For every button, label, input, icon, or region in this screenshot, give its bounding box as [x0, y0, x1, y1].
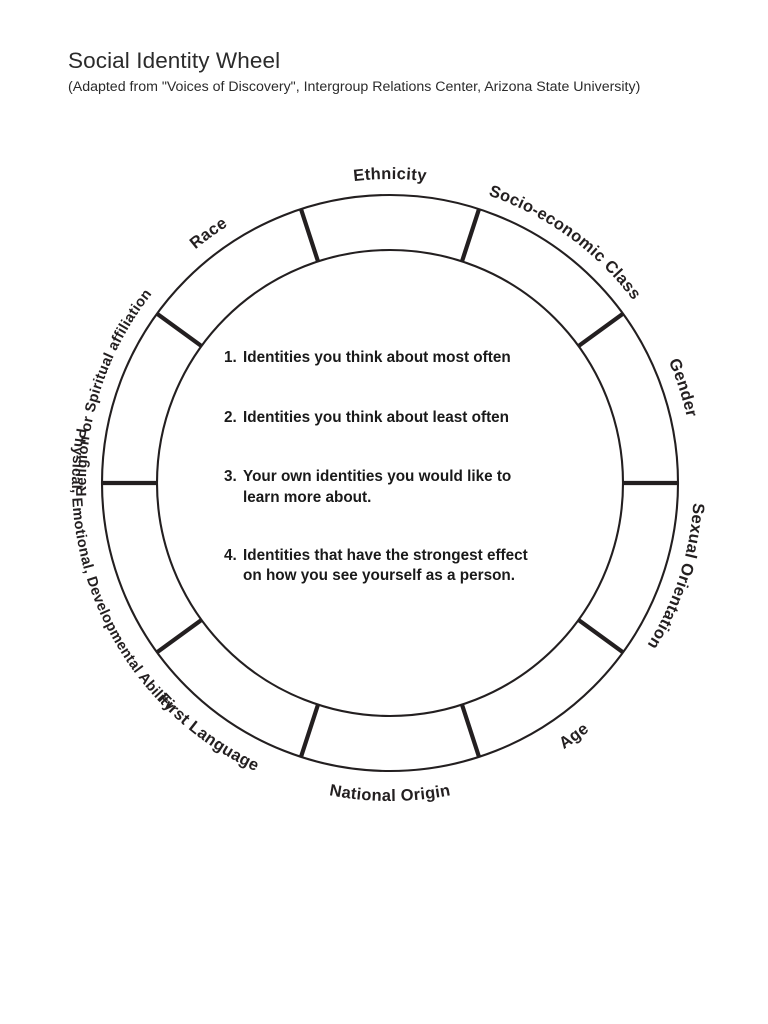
- list-item-line1: Identities that have the strongest effec…: [243, 546, 528, 564]
- list-item-line1: Your own identities you would like to: [243, 468, 512, 486]
- list-item: 2. Identities you think about least ofte…: [224, 408, 594, 428]
- segment-divider: [577, 312, 625, 348]
- page-title: Social Identity Wheel: [68, 48, 281, 73]
- list-item-line1: Identities you think about most often: [243, 349, 511, 366]
- list-item-text: Your own identities you would like to le…: [243, 467, 594, 507]
- page-subtitle: (Adapted from "Voices of Discovery", Int…: [68, 78, 641, 95]
- list-item: 1. Identities you think about most often: [224, 348, 594, 368]
- list-item-number: 2.: [224, 409, 237, 427]
- list-item-line2: on how you see yourself as a person.: [243, 566, 516, 584]
- segment-divider: [460, 208, 481, 263]
- segment-label: Ethnicity: [352, 165, 428, 185]
- segment-label: Gender: [665, 356, 701, 419]
- list-item-line1: Identities you think about least often: [243, 409, 510, 427]
- list-item-line2: learn more about.: [243, 488, 372, 506]
- document-header: Social Identity Wheel (Adapted from "Voi…: [68, 48, 718, 96]
- list-item: 3. Your own identities you would like to…: [224, 467, 594, 507]
- segment-divider: [460, 703, 481, 758]
- segment-divider: [299, 208, 320, 263]
- list-item-number: 1.: [224, 349, 237, 366]
- segment-divider: [155, 618, 203, 654]
- segment-label: National Origin: [328, 781, 452, 805]
- list-item-number: 4.: [224, 546, 237, 564]
- list-item-text: Identities you think about least often: [243, 408, 594, 428]
- segment-divider: [155, 312, 203, 348]
- segment-label: Age: [556, 720, 592, 753]
- segment-dividers: [102, 208, 678, 758]
- list-item-number: 3.: [224, 468, 237, 486]
- segment-divider: [299, 703, 320, 758]
- list-item: 4. Identities that have the strongest ef…: [224, 546, 594, 586]
- center-prompt-list: 1. Identities you think about most often…: [224, 348, 594, 586]
- list-item-text: Identities you think about most often: [243, 348, 594, 368]
- list-item-text: Identities that have the strongest effec…: [243, 546, 594, 586]
- segment-divider: [577, 618, 625, 654]
